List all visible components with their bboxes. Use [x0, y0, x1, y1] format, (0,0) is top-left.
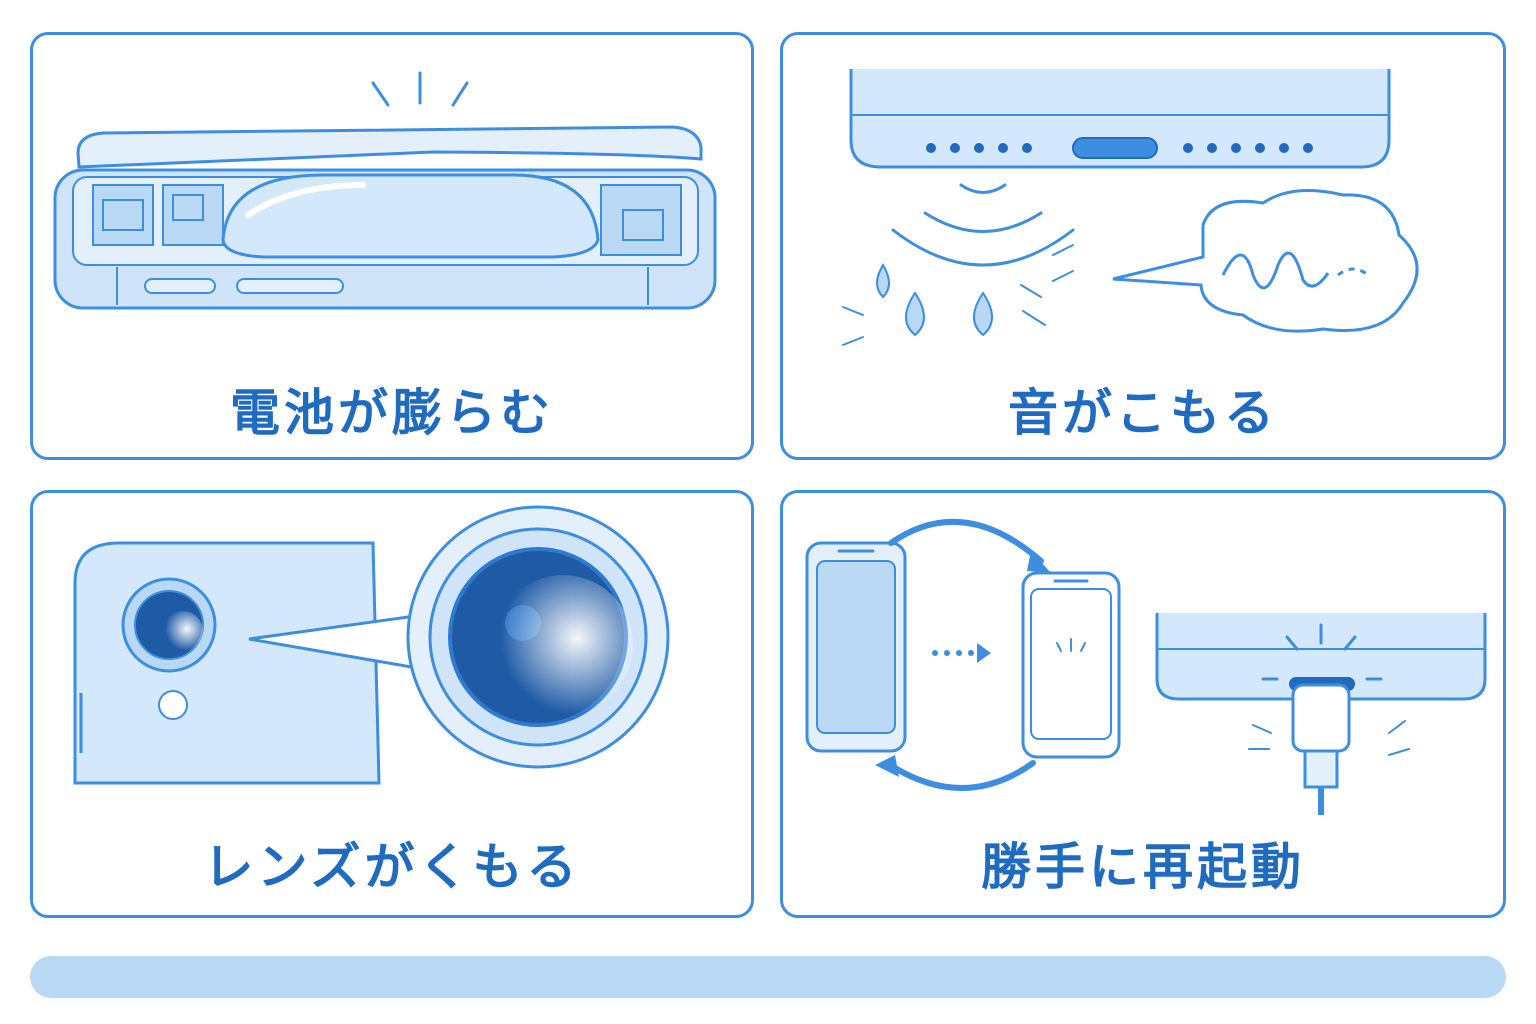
random-restart-illustration — [805, 518, 1487, 815]
panel-foggy-lens: レンズがくもる — [30, 490, 754, 918]
swollen-battery-illustration — [53, 71, 717, 310]
muffled-speaker-illustration — [842, 69, 1419, 346]
panel-caption: 勝手に再起動 — [981, 838, 1305, 896]
panel-swollen-battery: 電池が膨らむ — [30, 32, 754, 460]
foggy-lens-illustration — [73, 505, 670, 785]
panel-random-restart: 勝手に再起動 — [780, 490, 1506, 918]
footer-bar — [30, 956, 1506, 998]
panel-caption: レンズがくもる — [203, 838, 581, 896]
panel-muffled-speaker: 音がこもる — [780, 32, 1506, 460]
panel-caption: 音がこもる — [1008, 384, 1278, 442]
panel-caption: 電池が膨らむ — [230, 384, 554, 442]
